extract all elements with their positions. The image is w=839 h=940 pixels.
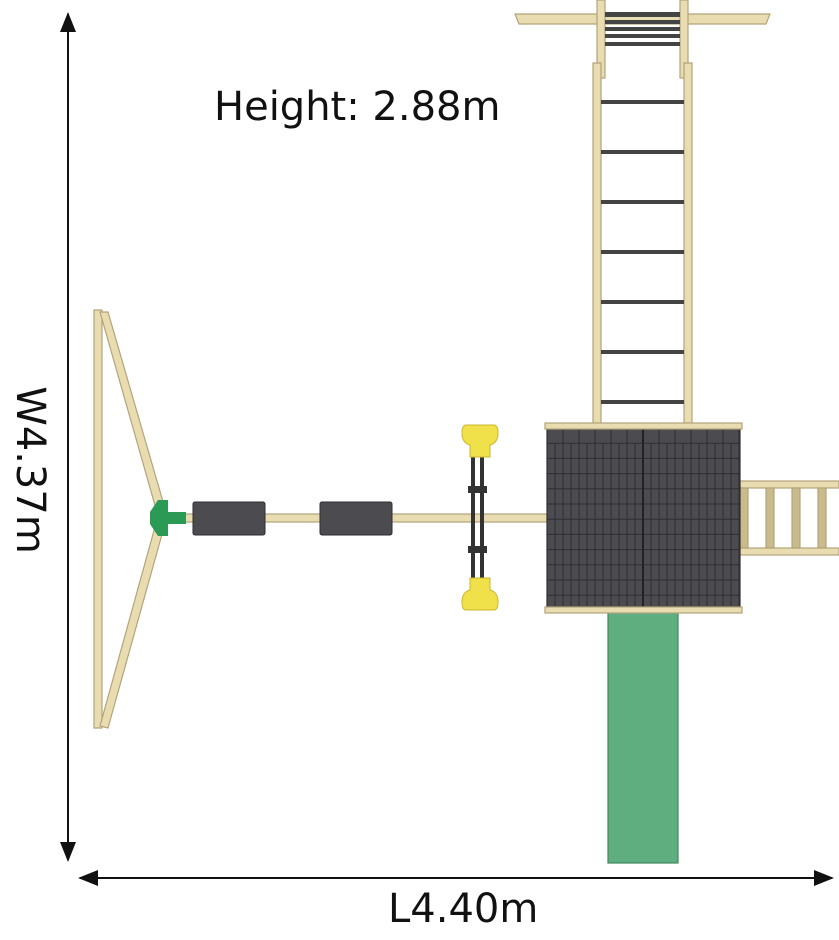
platform-roof <box>544 422 743 614</box>
swing-bracket <box>150 500 186 536</box>
trapeze-bar <box>461 424 499 611</box>
ladder-rung <box>601 250 684 254</box>
height-label: Height: 2.88m <box>214 84 501 130</box>
top-climbing-frame <box>514 0 771 79</box>
ladder-rung <box>601 300 684 304</box>
a-frame <box>93 309 167 729</box>
width-label: W4.37m <box>7 386 53 554</box>
ladder-rung <box>601 100 684 104</box>
slide <box>607 611 679 864</box>
length-label: L4.40m <box>388 886 539 932</box>
top-rungs <box>605 12 680 46</box>
side-ladder <box>739 480 839 556</box>
ladder-rungs <box>601 100 684 404</box>
swing-seat <box>319 501 393 536</box>
ladder-rung <box>601 350 684 354</box>
ladder-rung <box>601 200 684 204</box>
ladder <box>592 62 693 426</box>
swing-seat <box>192 501 266 536</box>
ladder-rung <box>601 150 684 154</box>
ladder-rung <box>601 400 684 404</box>
